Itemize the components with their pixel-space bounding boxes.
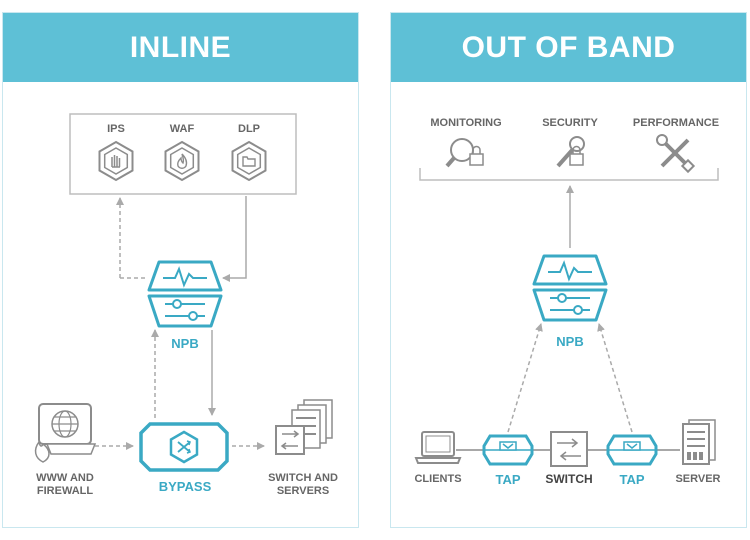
tool-label-monitoring: MONITORING: [430, 117, 502, 129]
tool-label-waf: WAF: [169, 123, 195, 135]
tool-label-performance: PERFORMANCE: [632, 117, 720, 129]
device-label-tap-2: TAP: [619, 472, 645, 487]
laptop-icon: [414, 431, 462, 464]
bypass-label: BYPASS: [158, 479, 212, 494]
tap-device-icon: [606, 434, 658, 466]
tool-label-ips: IPS: [107, 123, 125, 135]
switch-servers-icon: [275, 399, 333, 455]
tool-label-security: SECURITY: [542, 117, 598, 129]
tap-device-icon: [482, 434, 534, 466]
device-label-server: SERVER: [675, 473, 721, 485]
device-label-switch: SWITCH: [545, 472, 593, 486]
npb-device-icon: [532, 254, 608, 322]
bypass-switch-icon: [139, 422, 229, 472]
www-firewall-label: WWW AND FIREWALL: [22, 472, 108, 498]
tool-label-dlp: DLP: [238, 123, 260, 135]
www-firewall-label-line2: FIREWALL: [36, 485, 94, 497]
flame-icon: [164, 140, 200, 182]
npb-label-oob: NPB: [556, 334, 584, 349]
npb-device-icon: [147, 260, 223, 328]
globe-firewall-icon: [34, 403, 97, 463]
oob-tools-bracket: [419, 168, 719, 181]
npb-label-inline: NPB: [171, 336, 199, 351]
inline-header: INLINE: [3, 13, 358, 82]
wrench-screwdriver-icon: [656, 134, 696, 174]
device-label-tap-1: TAP: [495, 472, 521, 487]
inline-tools-box: [69, 113, 297, 195]
hand-stop-icon: [98, 140, 134, 182]
switch-servers-label-line1: SWITCH AND: [268, 472, 338, 484]
switch-servers-label-line2: SERVERS: [276, 485, 330, 497]
out-of-band-header: OUT OF BAND: [391, 13, 746, 82]
device-label-clients: CLIENTS: [414, 473, 462, 485]
switch-servers-label: SWITCH AND SERVERS: [256, 472, 350, 498]
folder-icon: [231, 140, 267, 182]
server-rack-icon: [682, 419, 716, 465]
switch-icon: [550, 431, 588, 467]
www-firewall-label-line1: WWW AND: [36, 472, 94, 484]
wrench-lock-icon: [556, 136, 585, 168]
magnifier-lock-icon: [445, 138, 484, 168]
